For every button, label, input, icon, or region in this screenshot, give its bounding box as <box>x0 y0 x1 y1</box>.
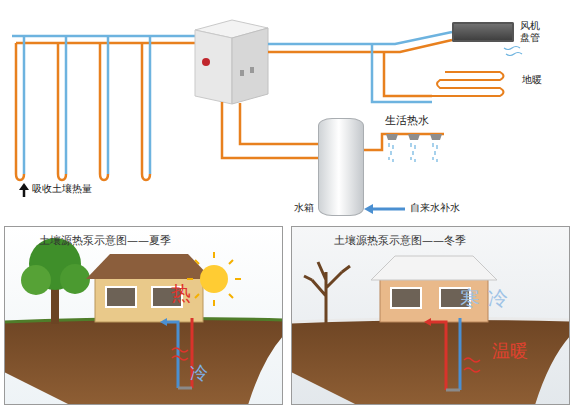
pipe-cold <box>459 318 462 390</box>
label-text: 寒冷 <box>460 287 516 310</box>
supply-arrow <box>372 208 405 211</box>
ground-loop <box>65 36 68 174</box>
water-tank: 水箱 <box>318 118 364 216</box>
pipe-hot <box>240 103 318 144</box>
label-text: 生活热水 <box>385 115 429 128</box>
tree-crown <box>21 265 51 295</box>
pipe-cold <box>372 44 432 102</box>
label-text: 冷 <box>190 363 208 384</box>
house-wall <box>95 278 203 322</box>
heat-pump-unit <box>232 28 268 104</box>
winter-panel: 土壤源热泵示意图——冬季寒冷温暖 <box>291 226 570 405</box>
flow-arrow <box>424 318 431 326</box>
label-text: 吸收土壤热量 <box>32 183 92 195</box>
pipe-loop <box>446 389 460 392</box>
ground-loop <box>23 36 26 174</box>
ground-loop <box>107 36 110 174</box>
tree-crown <box>60 264 90 294</box>
heat-wave <box>464 358 480 372</box>
heat-wave <box>172 348 188 360</box>
pipe-hot <box>222 102 318 158</box>
supply-arrow <box>364 204 373 214</box>
pipe-hot <box>384 52 432 96</box>
pipe-fitting <box>250 67 254 73</box>
fan-coil-unit: 风机 盘管 <box>452 22 514 42</box>
house-roof <box>86 254 212 279</box>
label-text: 水箱 <box>294 202 314 214</box>
up-arrow <box>19 183 29 190</box>
bare-tree <box>304 262 350 323</box>
label-text: 土壤源热泵示意图——夏季 <box>39 235 171 248</box>
pipe-loop <box>178 387 192 390</box>
sky <box>4 226 283 405</box>
summer-panel: 土壤源热泵示意图——夏季热冷 <box>4 226 283 405</box>
ground <box>4 318 283 405</box>
brand-logo <box>202 58 210 66</box>
label-text: 地暖 <box>522 74 542 86</box>
ground <box>291 318 570 405</box>
heat-pump-unit <box>195 30 232 104</box>
label-text: 热 <box>171 282 191 305</box>
window <box>106 287 136 307</box>
sun <box>200 265 228 293</box>
label-text: 自来水补水 <box>410 202 460 214</box>
pipe-cold <box>268 32 452 44</box>
pipe-hot <box>430 322 446 390</box>
pipe-hot <box>268 40 452 52</box>
floor-heating-coil <box>432 72 504 96</box>
sky <box>291 226 570 405</box>
pipe-fitting <box>240 70 244 76</box>
window <box>391 288 421 308</box>
sun-rays <box>187 252 241 306</box>
label-text: 温暖 <box>492 341 528 362</box>
ground-loop <box>149 36 152 174</box>
up-arrow <box>23 189 26 197</box>
water-drops <box>389 143 437 162</box>
shower-head <box>386 134 442 140</box>
label-text: 风机 盘管 <box>520 20 544 43</box>
airflow <box>504 47 522 56</box>
label-text: 土壤源热泵示意图——冬季 <box>334 235 466 248</box>
floor-heating: 地暖 <box>430 66 512 102</box>
pipe-cold <box>12 35 197 38</box>
flow-arrow <box>160 318 167 326</box>
pipe-cold <box>166 322 178 388</box>
pipe-hot <box>16 42 197 45</box>
snowy-roof <box>371 256 497 280</box>
pipe-hot <box>364 134 444 150</box>
